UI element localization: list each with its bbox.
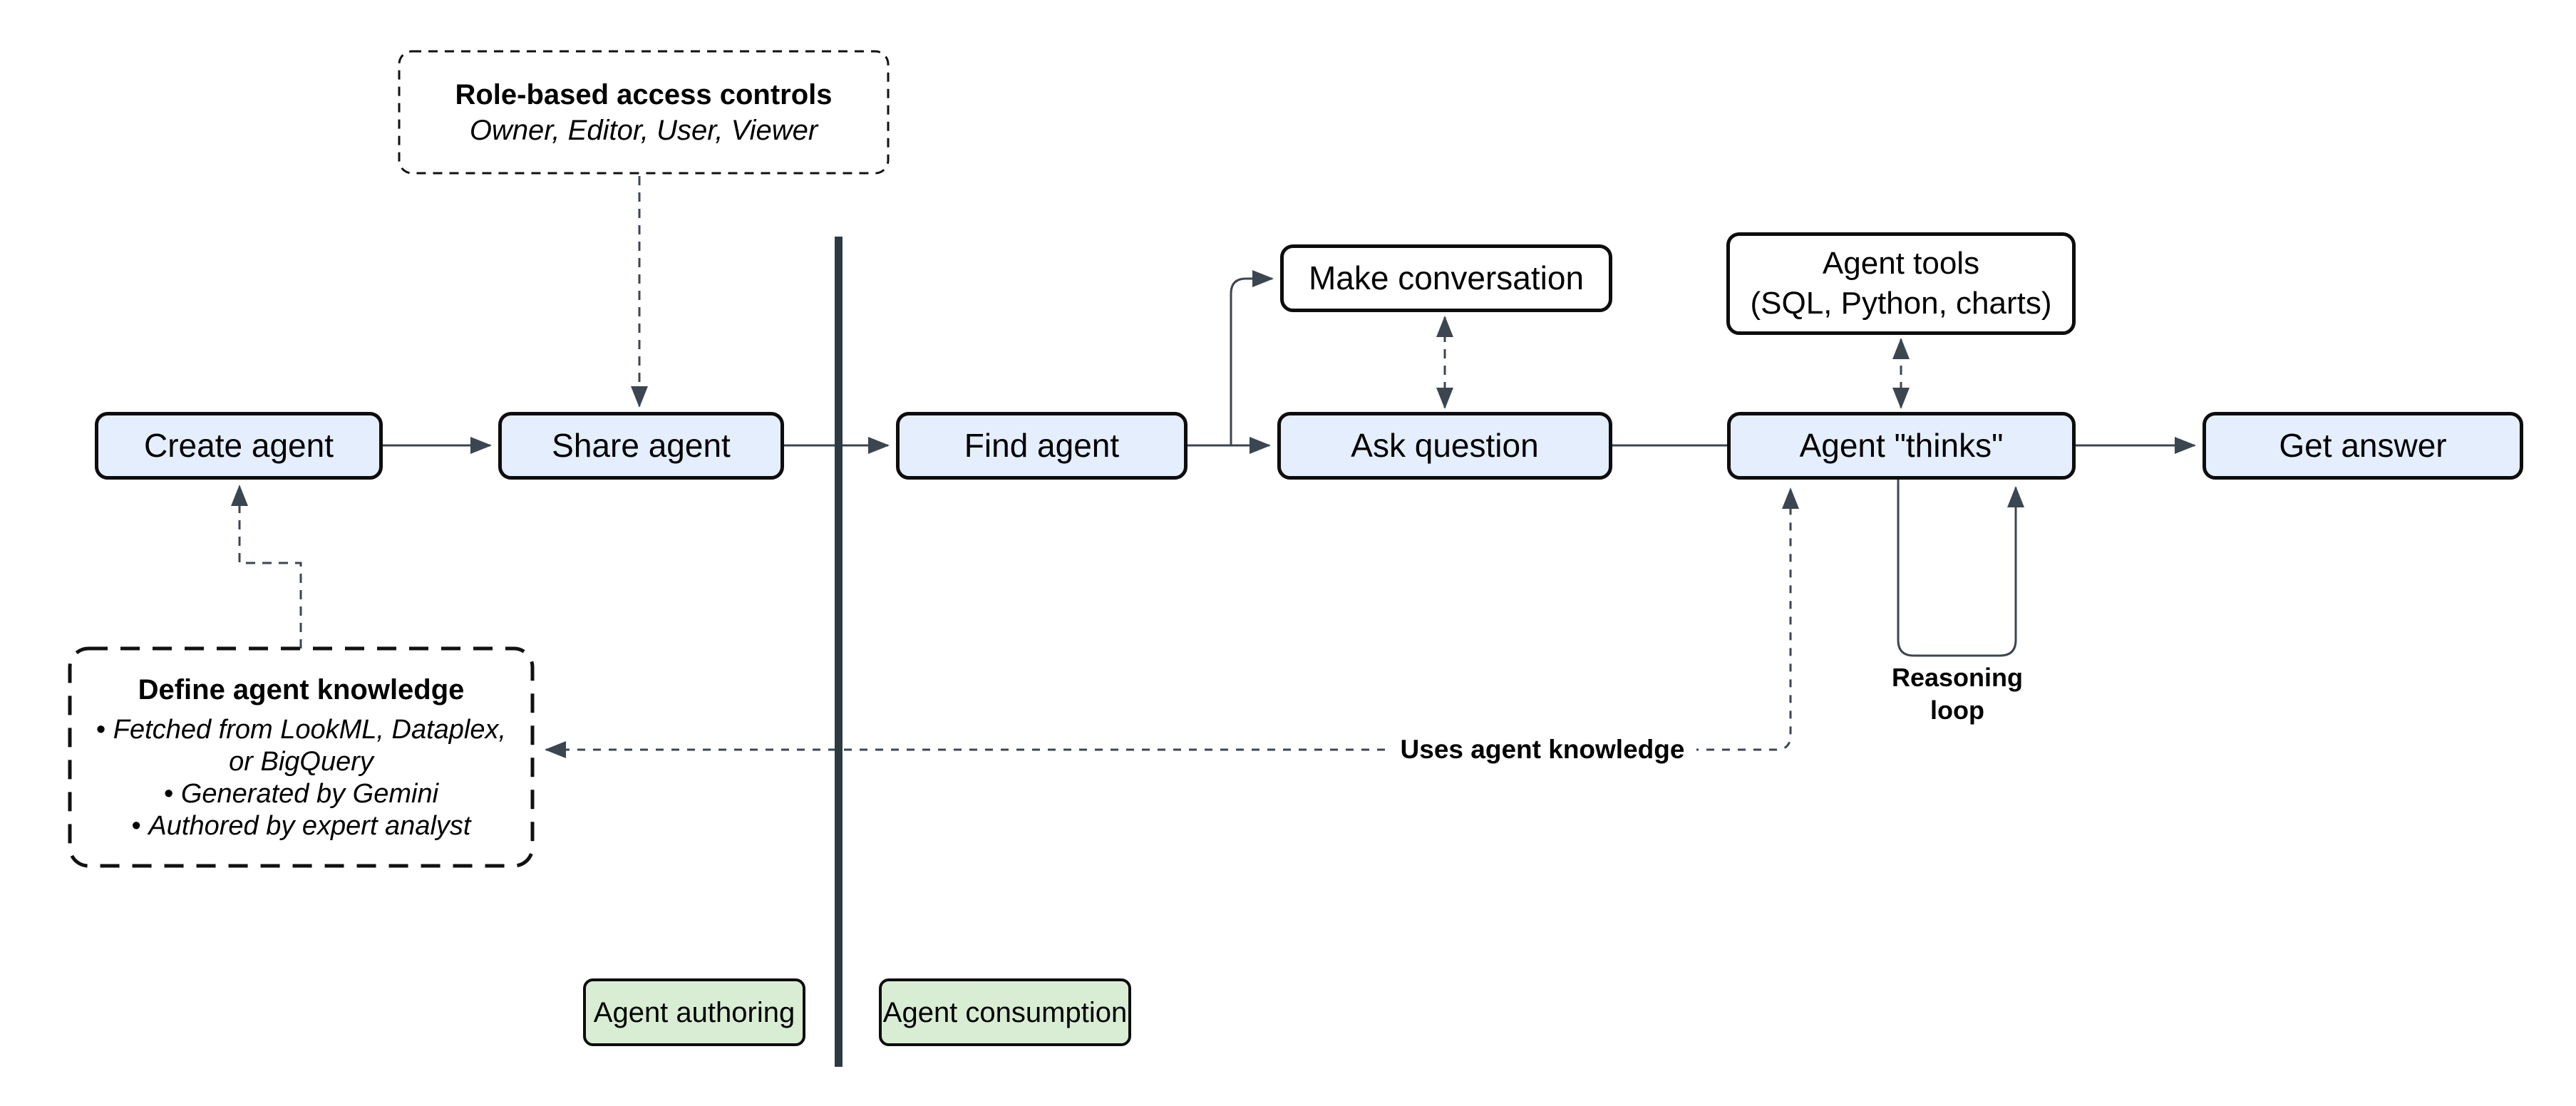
node-get-answer: Get answer bbox=[2203, 412, 2523, 480]
reasoning-loop-arrow bbox=[1897, 480, 2024, 657]
arrow-find-to-make-conversation bbox=[1230, 270, 1274, 445]
define-knowledge-bullet: Fetched from LookML, Dataplex, or BigQue… bbox=[87, 714, 515, 778]
node-ask-question: Ask question bbox=[1277, 412, 1612, 480]
rbac-subtitle: Owner, Editor, User, Viewer bbox=[469, 114, 818, 146]
node-label-line1: Agent tools bbox=[1822, 245, 1980, 281]
rbac-box-outline bbox=[398, 50, 890, 175]
uses-agent-knowledge-label: Uses agent knowledge bbox=[1389, 733, 1696, 766]
node-label: Get answer bbox=[2279, 427, 2447, 465]
rbac-title: Role-based access controls bbox=[455, 78, 833, 110]
node-label: Ask question bbox=[1351, 427, 1539, 465]
node-agent-tools: Agent tools (SQL, Python, charts) bbox=[1726, 232, 2076, 335]
node-make-conversation: Make conversation bbox=[1280, 244, 1612, 312]
define-knowledge-title: Define agent knowledge bbox=[138, 674, 465, 706]
node-label: Agent "thinks" bbox=[1799, 427, 2004, 465]
define-knowledge-bullet: Generated by Gemini bbox=[87, 778, 515, 810]
arrow-uses-agent-knowledge bbox=[545, 487, 1799, 758]
define-knowledge-bullet: Authored by expert analyst bbox=[87, 810, 515, 842]
legend-label: Agent authoring bbox=[593, 996, 795, 1028]
node-find-agent: Find agent bbox=[896, 412, 1187, 480]
node-agent-thinks: Agent "thinks" bbox=[1727, 412, 2076, 480]
node-label: Create agent bbox=[144, 427, 334, 465]
node-label: Share agent bbox=[552, 427, 731, 465]
node-label-line2: (SQL, Python, charts) bbox=[1750, 286, 2052, 321]
rbac-annotation: Role-based access controls Owner, Editor… bbox=[399, 51, 888, 173]
legend-agent-authoring: Agent authoring bbox=[583, 978, 805, 1046]
node-label: Make conversation bbox=[1308, 259, 1585, 297]
section-divider bbox=[835, 237, 843, 1067]
node-label: Find agent bbox=[964, 427, 1120, 465]
arrow-define-to-create bbox=[231, 485, 302, 648]
legend-agent-consumption: Agent consumption bbox=[879, 978, 1131, 1046]
legend-label: Agent consumption bbox=[882, 996, 1128, 1028]
node-share-agent: Share agent bbox=[498, 412, 784, 480]
define-knowledge-annotation: Define agent knowledge Fetched from Look… bbox=[70, 648, 532, 866]
node-create-agent: Create agent bbox=[95, 412, 383, 480]
